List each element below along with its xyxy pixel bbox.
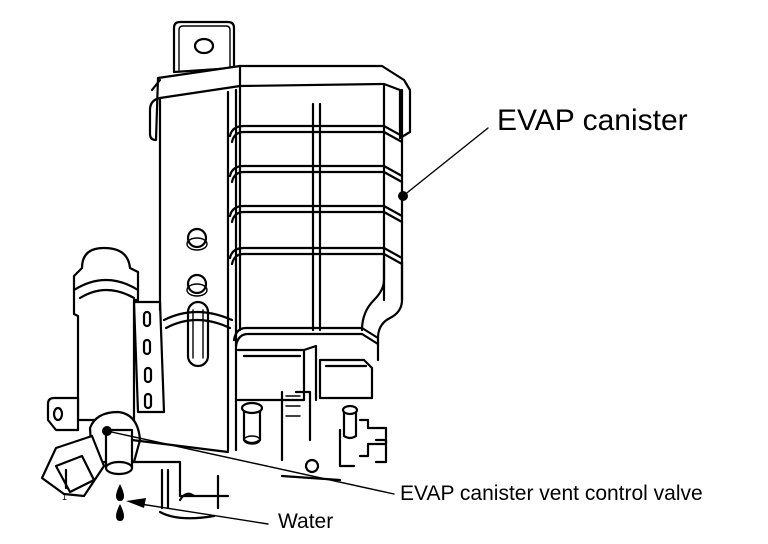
connector-pin-label: 1 xyxy=(62,492,67,502)
water-drops xyxy=(116,484,124,521)
water-label: Water xyxy=(278,510,334,533)
canister-top-lip xyxy=(148,64,412,142)
water-drop-icon xyxy=(116,504,124,521)
canister-side-ports xyxy=(162,227,234,368)
vent-filter-cylinder xyxy=(72,246,140,422)
vent-control-valve xyxy=(40,410,230,520)
water-callout-arrow xyxy=(126,498,269,525)
top-mounting-bracket xyxy=(172,20,236,74)
canister-body xyxy=(228,84,404,362)
left-bracket-plate xyxy=(132,300,166,414)
canister-lower-housing xyxy=(236,344,388,482)
water-drop-icon xyxy=(116,484,124,501)
vent-valve-callout xyxy=(102,426,395,495)
left-mounting-tab xyxy=(46,396,80,432)
vent-control-valve-label: EVAP canister vent control valve xyxy=(400,482,703,505)
canister-callout xyxy=(398,127,489,201)
canister-left-cylinder xyxy=(158,88,238,452)
evap-canister-label: EVAP canister xyxy=(497,104,688,137)
